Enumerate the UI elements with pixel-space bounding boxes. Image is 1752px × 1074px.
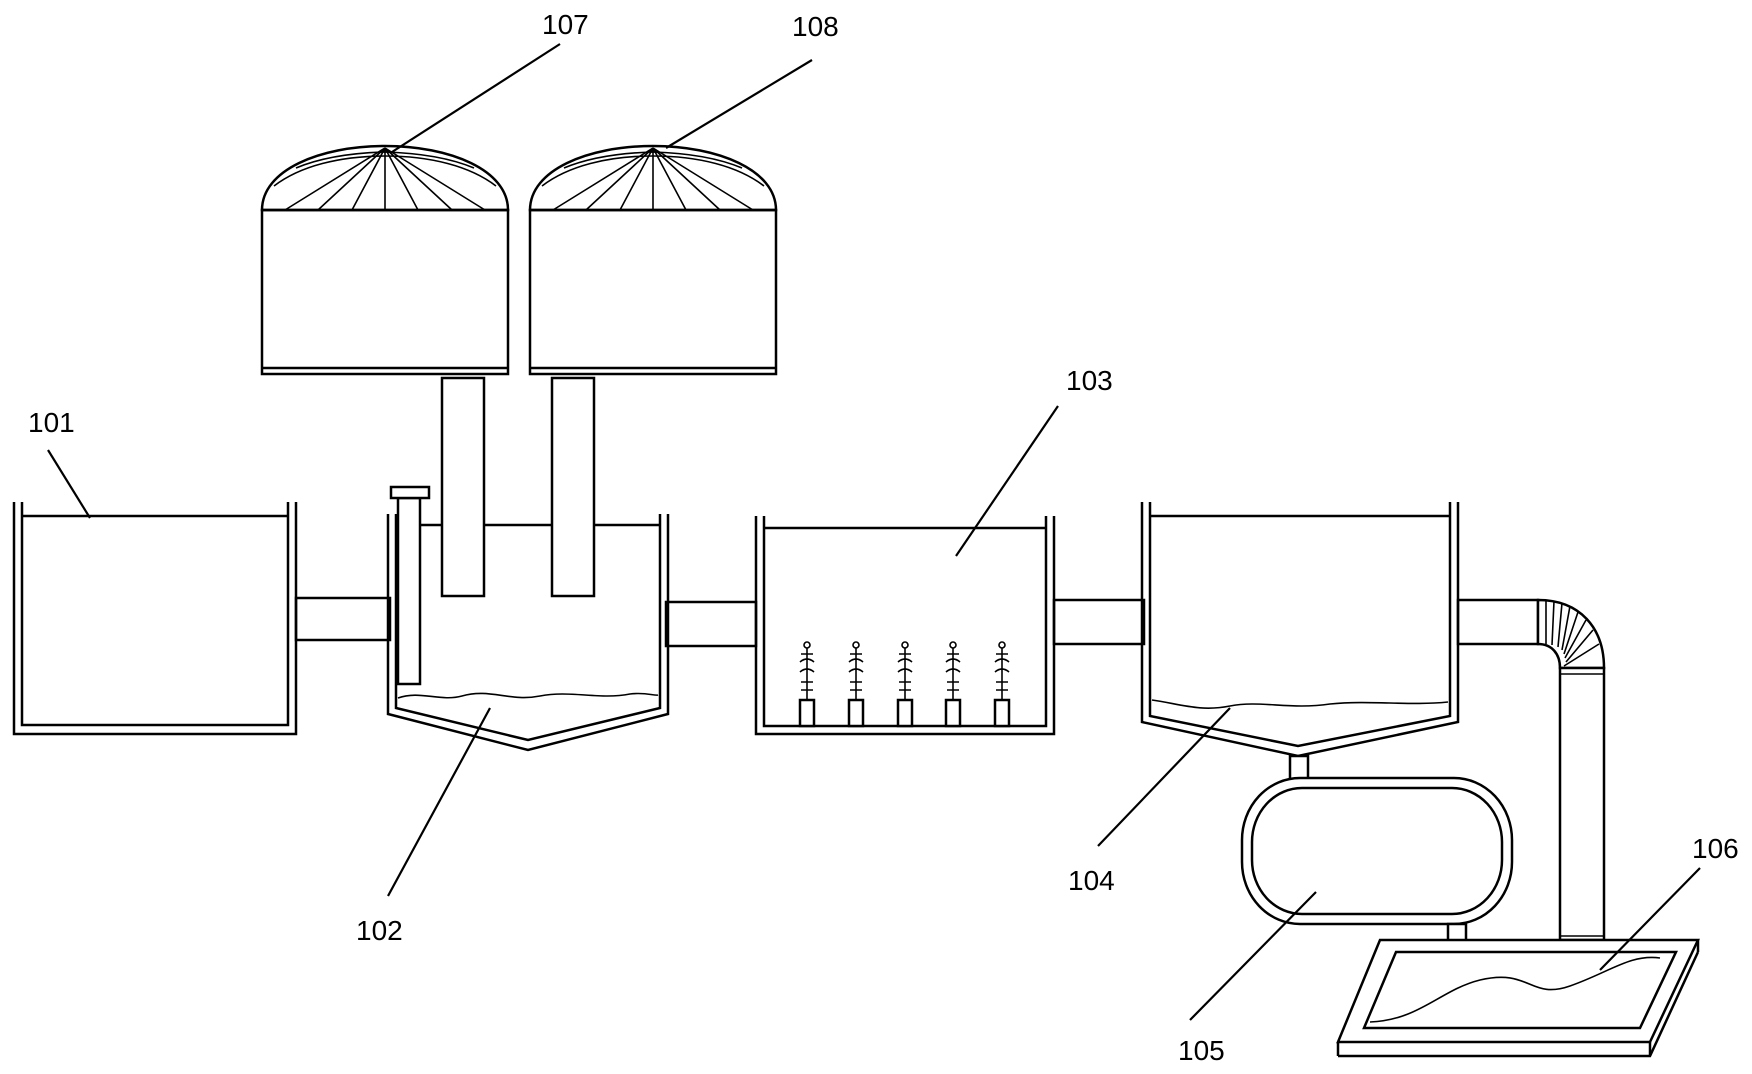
label-106: 106	[1692, 833, 1739, 864]
tank-103	[754, 516, 1056, 736]
connecting-pipes	[294, 596, 1540, 648]
label-102: 102	[356, 915, 403, 946]
label-108: 108	[792, 11, 839, 42]
leader-102	[387, 707, 491, 897]
leader-lines	[47, 43, 1701, 1021]
labels: 101 102 103 104 105 106 107 108	[28, 9, 1739, 1066]
leader-104	[1097, 707, 1231, 847]
tray-106	[1336, 938, 1700, 1058]
dome-tank-108	[528, 144, 778, 376]
label-105: 105	[1178, 1035, 1225, 1066]
leader-106	[1599, 867, 1701, 971]
elbow-pipe	[1536, 598, 1606, 942]
tank-104	[1140, 502, 1460, 782]
diffuser-3	[896, 641, 914, 728]
tank-101	[12, 502, 298, 736]
leader-107	[391, 43, 561, 153]
diffuser-1	[798, 641, 816, 728]
leader-103	[955, 405, 1059, 557]
diffuser-4	[944, 641, 962, 728]
diffuser-2	[847, 641, 865, 728]
leader-101	[47, 449, 91, 519]
dome-tank-107	[260, 144, 510, 376]
label-101: 101	[28, 407, 75, 438]
tank-102	[386, 376, 670, 752]
label-104: 104	[1068, 865, 1115, 896]
leader-108	[665, 59, 813, 149]
label-103: 103	[1066, 365, 1113, 396]
diffuser-5	[993, 641, 1011, 728]
tank-105	[1240, 776, 1514, 946]
leader-105	[1189, 891, 1317, 1021]
label-107: 107	[542, 9, 589, 40]
